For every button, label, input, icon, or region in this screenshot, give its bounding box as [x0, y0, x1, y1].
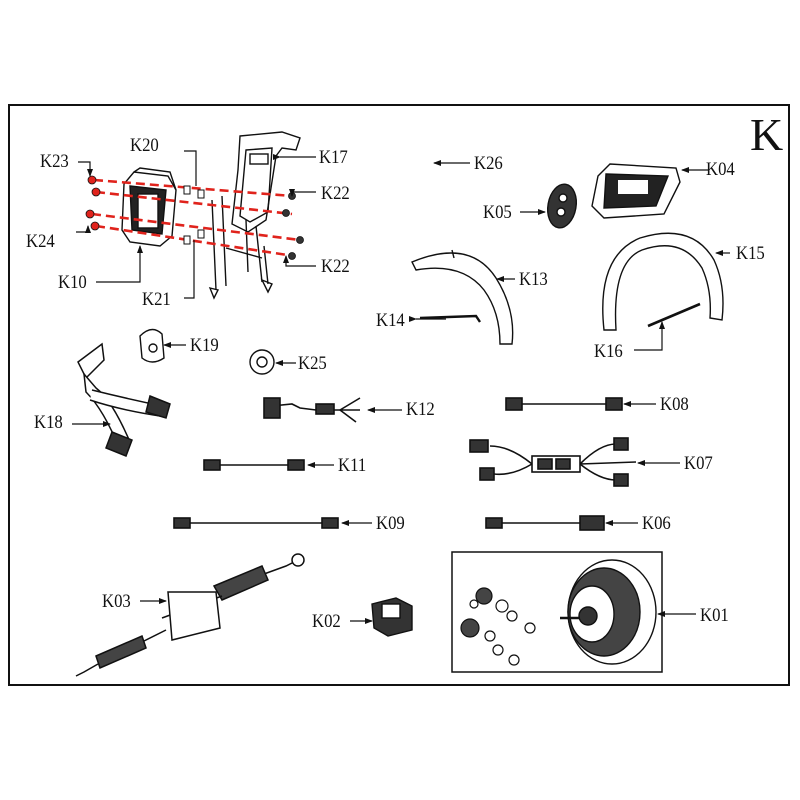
part-label-k16: K16: [594, 341, 623, 362]
part-label-k04: K04: [706, 159, 735, 180]
part-label-k09: K09: [376, 513, 405, 534]
part-label-k12: K12: [406, 399, 435, 420]
part-label-k22-bottom: K22: [321, 256, 350, 277]
part-label-k18: K18: [34, 412, 63, 433]
part-label-k11: K11: [338, 455, 367, 476]
part-label-k25: K25: [298, 353, 327, 374]
part-label-k01: K01: [700, 605, 729, 626]
part-label-k15: K15: [736, 243, 765, 264]
part-label-k14: K14: [376, 310, 405, 331]
part-label-k26: K26: [474, 153, 503, 174]
part-label-k19: K19: [190, 335, 219, 356]
part-label-k07: K07: [684, 453, 713, 474]
kickstand-k18: [77, 342, 171, 457]
bracket-k19: [139, 328, 165, 363]
leader-lines: [72, 150, 730, 624]
part-label-k13: K13: [519, 269, 548, 290]
motor-k01: [560, 559, 657, 665]
part-label-k24: K24: [26, 231, 55, 252]
motor-hardware: [460, 587, 536, 666]
front-fender-k13: [411, 249, 514, 345]
part-label-k17: K17: [319, 147, 348, 168]
cables: [173, 397, 637, 531]
part-label-k20: K20: [130, 135, 159, 156]
part-label-k21: K21: [142, 289, 171, 310]
bolt-paths: [91, 178, 301, 258]
controller-k02: [371, 597, 413, 637]
rear-rack-k17: [208, 131, 301, 300]
remote-k05: [546, 183, 578, 229]
washer-k25: [249, 349, 275, 375]
part-label-k05: K05: [483, 202, 512, 223]
part-label-k06: K06: [642, 513, 671, 534]
display-k04: [591, 163, 681, 219]
charger-k03: [75, 553, 305, 677]
section-letter: K: [750, 109, 784, 160]
bolts-k23-k24: [85, 175, 101, 231]
part-label-k03: K03: [102, 591, 131, 612]
nuts-k22: [282, 192, 304, 260]
battery-k10: [121, 167, 177, 247]
part-label-k23: K23: [40, 151, 69, 172]
rear-fender-k15: [602, 232, 724, 331]
part-label-k10: K10: [58, 272, 87, 293]
diagram-frame: [8, 104, 790, 686]
part-label-k22-top: K22: [321, 183, 350, 204]
part-label-k02: K02: [312, 611, 341, 632]
part-label-k08: K08: [660, 394, 689, 415]
spacers-k20-k21: [183, 185, 205, 245]
